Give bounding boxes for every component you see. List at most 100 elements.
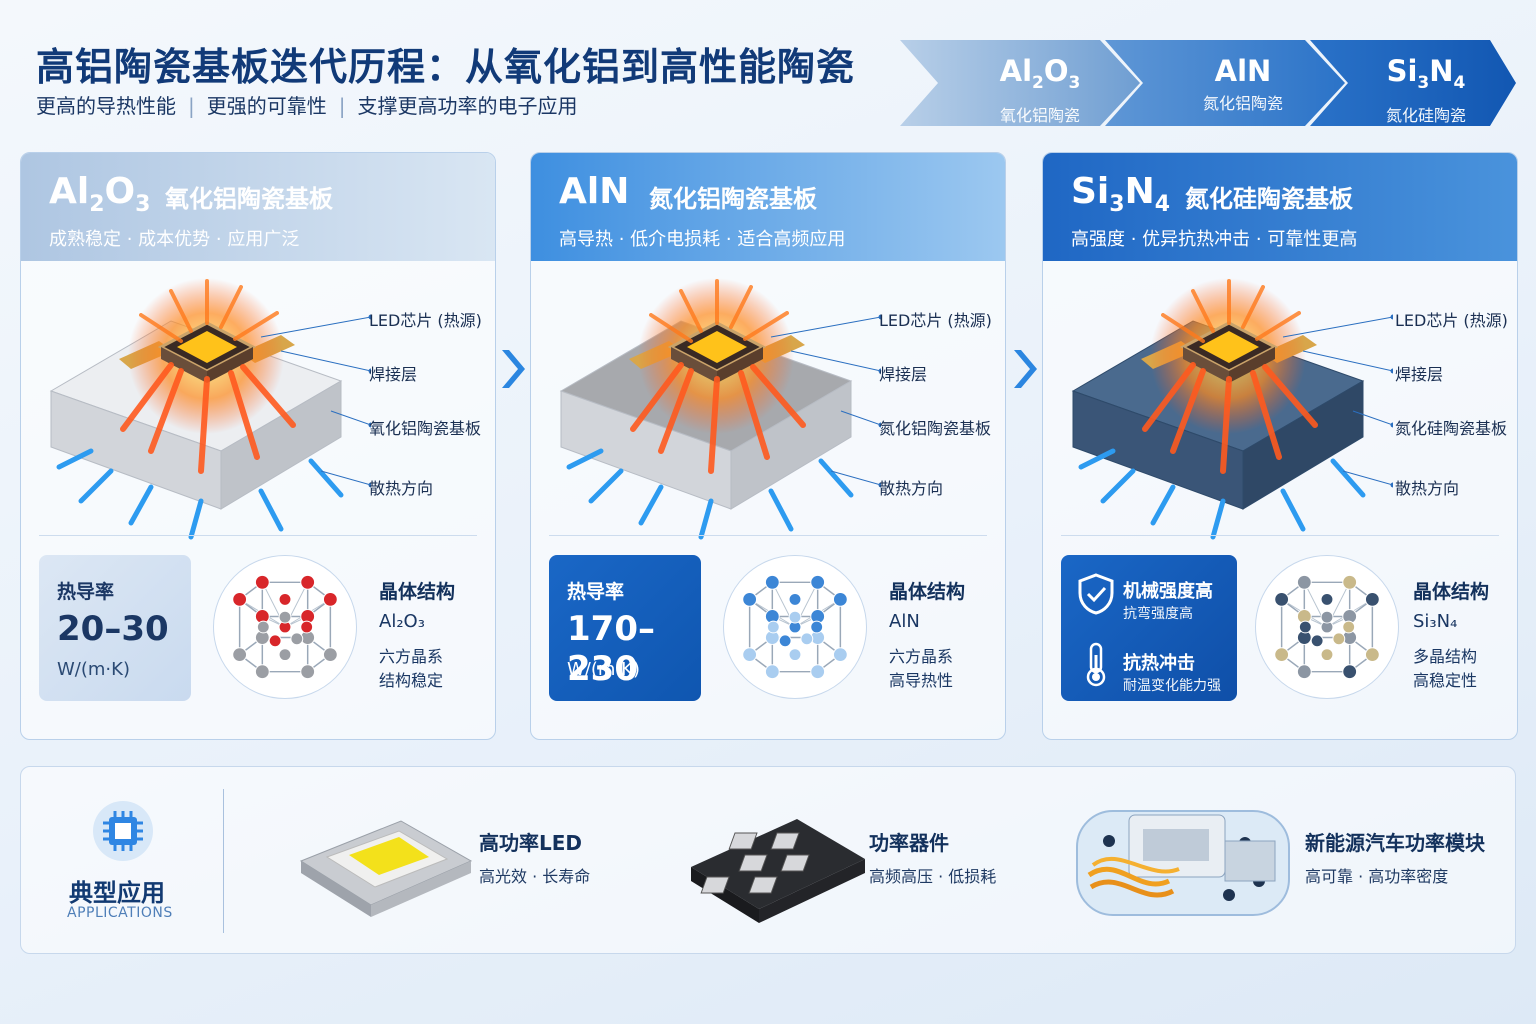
- crystal-atom: [832, 591, 848, 607]
- cooling-arrow: [1280, 488, 1306, 532]
- panel-divider: [549, 535, 987, 536]
- callout-line: [280, 350, 371, 372]
- crystal-atom: [1320, 648, 1334, 662]
- cooling-arrow: [56, 448, 94, 470]
- crystal-atom: [256, 620, 270, 634]
- panel-name: 氮化铝陶瓷基板: [649, 185, 817, 213]
- cooling-arrow: [1330, 458, 1366, 498]
- led-chip-side: [161, 347, 207, 383]
- callout-dot: [878, 482, 881, 488]
- callout-dot: [368, 314, 371, 320]
- subtitle-item: 支撑更高功率的电子应用: [357, 94, 578, 118]
- cooling-arrow: [1078, 448, 1116, 470]
- heat-arrow: [240, 364, 296, 428]
- crystal-atom: [1296, 664, 1312, 680]
- callout-dot: [368, 368, 371, 374]
- callout-dot: [1390, 482, 1393, 488]
- panel-divider: [39, 535, 477, 536]
- crystal-desc: 高稳定性: [1413, 671, 1478, 690]
- roadmap-step-al2o3: Al2O3 氧化铝陶瓷: [900, 40, 1140, 126]
- crystal-atom: [1274, 647, 1290, 663]
- led-module-image: [299, 820, 473, 917]
- feature-desc: 抗弯强度高: [1123, 606, 1193, 622]
- applications-subtitle: APPLICATIONS: [67, 905, 173, 921]
- application-desc: 高可靠 · 高功率密度: [1305, 867, 1449, 886]
- crystal-atom: [1364, 647, 1380, 663]
- crystal-formula: Si₃N₄: [1413, 611, 1458, 632]
- panel-formula: AlN: [559, 171, 630, 212]
- heat-arrow: [738, 370, 770, 460]
- led-emitter: [177, 331, 237, 363]
- heat-ray: [1161, 313, 1205, 343]
- panel-divider: [1061, 535, 1499, 536]
- led-emitter: [1199, 331, 1259, 363]
- crystal-title: 晶体结构: [889, 581, 966, 603]
- crystal-atom: [742, 591, 758, 607]
- panel-formula: Al2O3: [49, 171, 151, 218]
- callout-dot: [1390, 422, 1393, 428]
- crystal-structure-illustration: [1255, 555, 1399, 699]
- thermal-conductivity-box: 热导率 20–30 W/(m·K): [39, 555, 191, 701]
- crystal-formula: Al₂O₃: [379, 611, 425, 632]
- metric-value: 170–230: [567, 609, 655, 689]
- crystal-structure-illustration: [213, 555, 357, 699]
- heat-arrow: [750, 364, 806, 428]
- crystal-title: 晶体结构: [379, 581, 456, 603]
- roadmap-formula: Si3N4: [1386, 54, 1466, 93]
- callout-dot: [878, 368, 881, 374]
- crystal-atom: [1274, 591, 1290, 607]
- callout-dot: [1390, 314, 1393, 320]
- application-title: 高功率LED: [479, 831, 583, 855]
- heat-ray: [1191, 289, 1215, 333]
- cooling-arrow: [768, 488, 794, 532]
- chip-icon: [93, 801, 153, 861]
- subtitle-separator: |: [338, 94, 346, 118]
- substrate-side: [220, 380, 342, 510]
- callout-dot: [1390, 368, 1393, 374]
- heat-arrow: [1220, 376, 1232, 474]
- crystal-atom: [788, 610, 802, 624]
- panel-al2o3: Al2O3 氧化铝陶瓷基板 成熟稳定 · 成本优势 · 应用广泛 LED芯片 (…: [20, 152, 496, 740]
- cooling-arrow: [308, 458, 344, 498]
- crystal-atom: [1310, 634, 1324, 648]
- thermal-conductivity-box: 热导率 170–230 W/(m·K): [549, 555, 701, 701]
- crystal-atom: [1296, 574, 1312, 590]
- heat-arrow: [228, 370, 260, 460]
- panel-tagline: 成熟稳定 · 成本优势 · 应用广泛: [49, 229, 300, 250]
- crystal-atom: [810, 620, 824, 634]
- roadmap-name: 氮化铝陶瓷: [1202, 94, 1283, 113]
- panel-name: 氮化硅陶瓷基板: [1185, 185, 1353, 213]
- crystal-atom: [300, 664, 316, 680]
- application-desc: 高频高压 · 低损耗: [869, 867, 997, 886]
- led-chip-side: [207, 347, 253, 383]
- application-title: 新能源汽车功率模块: [1305, 831, 1485, 855]
- crystal-atom: [322, 591, 338, 607]
- roadmap-step-aln: AlN 氮化铝陶瓷: [1105, 40, 1345, 126]
- crystal-desc: 结构稳定: [379, 671, 444, 690]
- panel-tagline: 高强度 · 优异抗热冲击 · 可靠性更高: [1071, 229, 1358, 250]
- callout-dot: [878, 422, 881, 428]
- crystal-atom: [800, 632, 814, 646]
- cooling-arrow: [638, 484, 664, 526]
- subtitle-separator: |: [188, 94, 195, 118]
- feature-desc: 耐温变化能力强: [1123, 678, 1221, 694]
- led-emitter: [687, 331, 747, 363]
- roadmap-name: 氮化硅陶瓷: [1385, 105, 1466, 125]
- crystal-atom: [1342, 620, 1356, 634]
- led-chip-side: [1229, 347, 1275, 383]
- heat-arrow: [1250, 370, 1282, 460]
- panel-si3n4: Si3N4 氮化硅陶瓷基板 高强度 · 优异抗热冲击 · 可靠性更高 LED芯片…: [1042, 152, 1518, 740]
- heat-arrow: [198, 376, 210, 474]
- crystal-atom: [268, 634, 282, 648]
- panel-name: 氧化铝陶瓷基板: [165, 185, 333, 213]
- roadmap-formula: Al2O3: [999, 54, 1081, 93]
- callout-dot: [368, 482, 371, 488]
- callout-led-chip: LED芯片 (热源): [1395, 311, 1508, 330]
- page-title: 高铝陶瓷基板迭代历程：从氧化铝到高性能陶瓷: [36, 45, 856, 89]
- heat-ray: [139, 313, 183, 343]
- applications-title: 典型应用: [69, 879, 165, 907]
- application-title: 功率器件: [869, 831, 949, 855]
- crystal-atom: [1332, 632, 1346, 646]
- application-desc: 高光效 · 长寿命: [479, 867, 591, 886]
- heat-ray: [219, 285, 243, 329]
